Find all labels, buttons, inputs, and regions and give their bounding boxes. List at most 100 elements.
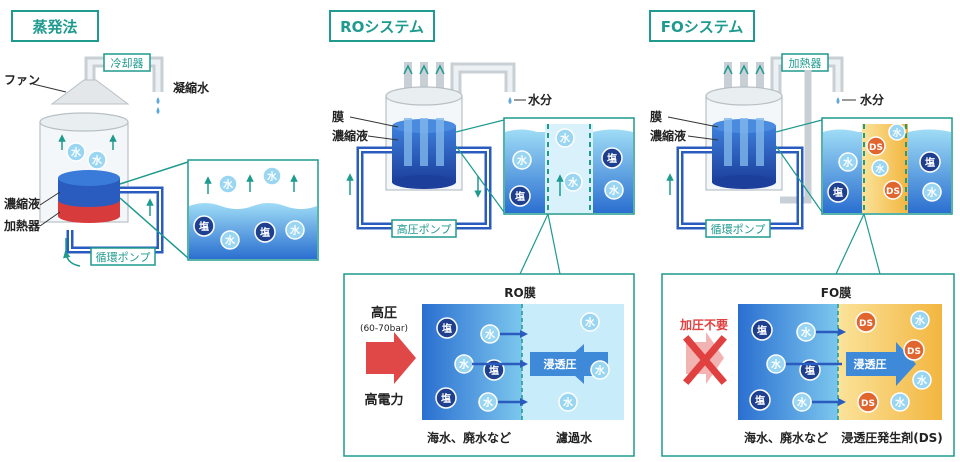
salt-molecule: [509, 185, 531, 207]
fo-title: FOシステム: [661, 18, 744, 36]
ro-pressure-arrow-icon: [366, 332, 416, 384]
svg-text:塩: 塩: [442, 322, 452, 335]
svg-text:水: 水: [516, 154, 528, 167]
salt-molecule: [436, 317, 458, 339]
svg-text:塩: 塩: [755, 394, 765, 407]
cooler-label: 冷却器: [111, 57, 144, 70]
svg-text:塩: 塩: [833, 186, 843, 199]
svg-text:水: 水: [559, 132, 571, 145]
svg-text:水: 水: [222, 178, 234, 191]
svg-text:水: 水: [458, 358, 470, 371]
fo-pump-label: 循環ポンプ: [711, 223, 766, 236]
svg-text:水: 水: [266, 170, 278, 183]
svg-text:塩: 塩: [925, 156, 935, 169]
cross-icon: [683, 335, 727, 385]
water-molecule: [87, 150, 107, 170]
water-molecule: [766, 354, 786, 374]
evaporation-title-box: [11, 10, 99, 42]
svg-text:水: 水: [224, 234, 236, 247]
water-molecule: [590, 360, 610, 380]
drop-icon: [836, 97, 840, 104]
concentrate-label: 濃縮液: [4, 196, 40, 211]
fo-draw-label: 浸透圧発生剤(DS): [841, 430, 943, 445]
evaporation-title: 蒸発法: [32, 18, 77, 36]
fo-heater-label: 加熱器: [789, 57, 822, 70]
water-molecule: [262, 166, 282, 186]
cooler-label-box: [103, 53, 151, 72]
fo-section: FOシステム 加熱器 水分 膜 濃縮液 循環ポンプ: [649, 10, 955, 457]
ro-output-label: 濾過水: [556, 430, 593, 445]
svg-text:DS: DS: [869, 143, 883, 153]
salt-molecule: [827, 181, 849, 203]
ds-molecule: [855, 311, 877, 333]
drop-icon: [508, 97, 512, 104]
svg-text:水: 水: [584, 316, 596, 329]
svg-text:水: 水: [594, 364, 606, 377]
svg-text:水: 水: [289, 224, 301, 237]
ro-pressure-range: (60-70bar): [360, 324, 408, 334]
water-molecule: [796, 322, 816, 342]
salt-molecule: [435, 387, 457, 409]
ro-high-pressure-label: 高圧: [371, 305, 397, 321]
water-molecule: [218, 174, 238, 194]
salt-molecule: [601, 147, 623, 169]
svg-text:水: 水: [800, 326, 812, 339]
svg-text:塩: 塩: [489, 364, 499, 377]
svg-text:水: 水: [567, 176, 579, 189]
water-molecule: [480, 324, 500, 344]
water-molecule: [555, 128, 575, 148]
ro-output-pipe: [450, 62, 516, 96]
water-molecule: [604, 180, 624, 200]
fo-title-box: [649, 10, 755, 42]
svg-text:水: 水: [875, 163, 885, 175]
fo-no-pressure-label: 加圧不要: [679, 317, 728, 332]
water-molecule: [478, 392, 498, 412]
svg-text:水: 水: [484, 328, 496, 341]
fan-label: ファン: [4, 73, 40, 87]
svg-text:塩: 塩: [515, 190, 525, 203]
ro-pump-label: 高圧ポンプ: [397, 222, 452, 236]
svg-text:水: 水: [796, 396, 808, 409]
ro-pump-box: [391, 219, 457, 238]
water-molecule: [66, 142, 86, 162]
water-molecule: [512, 150, 532, 170]
svg-text:DS: DS: [861, 399, 875, 409]
svg-text:水: 水: [894, 396, 906, 409]
water-molecule: [871, 159, 889, 177]
sea-water: [189, 203, 317, 259]
fo-osmotic-arrow-icon: [846, 352, 896, 376]
ro-section: ROシステム 水分 膜 濃縮液 高圧ポンプ: [329, 10, 635, 457]
water-molecule: [838, 152, 858, 172]
svg-text:水: 水: [914, 314, 926, 327]
salt-molecule: [751, 319, 773, 341]
drop-icon: [156, 107, 160, 114]
svg-text:塩: 塩: [441, 392, 451, 405]
evaporation-section: 蒸発法 冷却器 凝縮水 ファン 濃縮液 加熱器 水 水: [3, 10, 319, 267]
salt-molecule: [919, 151, 941, 173]
ro-membrane-title: RO膜: [504, 285, 535, 300]
svg-text:塩: 塩: [757, 324, 767, 337]
svg-text:水: 水: [842, 156, 854, 169]
heater-label: 加熱器: [3, 218, 41, 233]
ds-molecule: [866, 136, 886, 156]
ro-feed-label: 海水、廃水など: [427, 430, 511, 445]
svg-text:塩: 塩: [199, 220, 209, 233]
svg-text:DS: DS: [907, 347, 921, 357]
ds-molecule: [903, 339, 925, 361]
svg-text:水: 水: [926, 186, 938, 199]
fo-membrane-label: 膜: [650, 109, 662, 124]
svg-text:水: 水: [562, 396, 574, 409]
salt-molecule: [193, 215, 215, 237]
water-molecule: [220, 230, 240, 250]
water-molecule: [912, 370, 932, 390]
ro-title: ROシステム: [340, 18, 424, 36]
svg-text:DS: DS: [886, 187, 900, 197]
fo-water-out-label: 水分: [860, 92, 884, 107]
fo-feed-label: 海水、廃水など: [744, 430, 828, 445]
ro-high-power-label: 高電力: [364, 392, 403, 408]
condensate-label: 凝縮水: [173, 80, 210, 95]
fo-osmotic-label: 浸透圧: [854, 357, 887, 371]
fan-hood: [50, 79, 130, 105]
water-molecule: [580, 312, 600, 332]
